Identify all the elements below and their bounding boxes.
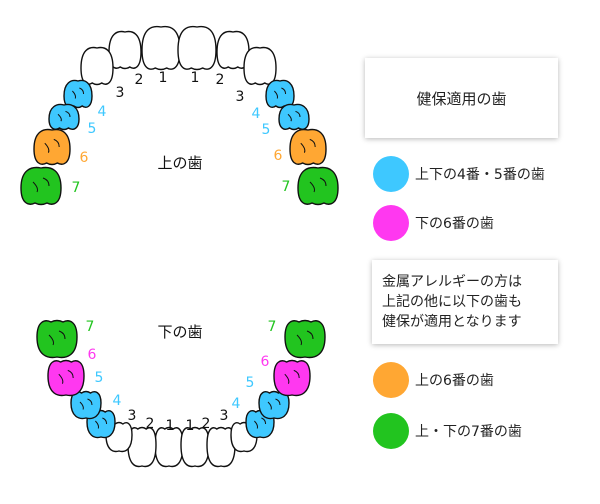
lower-tooth-detail-left-6 bbox=[58, 369, 74, 384]
lower-tooth-number-left-5: 5 bbox=[95, 370, 104, 386]
upper-tooth-right-4 bbox=[265, 79, 295, 109]
legend-label-green: 上・下の7番の歯 bbox=[415, 424, 522, 440]
legend-item-green: 上・下の7番の歯 bbox=[373, 411, 522, 451]
legend-swatch-blue bbox=[373, 156, 409, 192]
lower-tooth-number-left-6: 6 bbox=[88, 347, 97, 363]
lower-tooth-detail-left-7 bbox=[48, 330, 66, 346]
lower-tooth-number-left-7: 7 bbox=[86, 319, 95, 335]
upper-tooth-number-right-7: 7 bbox=[282, 179, 291, 195]
title-box: 健保適用の歯 bbox=[365, 58, 558, 138]
lower-tooth-detail-right-5 bbox=[267, 398, 281, 410]
upper-tooth-number-left-3: 3 bbox=[116, 85, 125, 101]
upper-tooth-detail-left-6 bbox=[44, 138, 60, 153]
legend-label-magenta: 下の6番の歯 bbox=[415, 216, 494, 232]
legend-swatch-orange bbox=[373, 362, 409, 398]
upper-tooth-right-7 bbox=[297, 166, 339, 206]
upper-tooth-number-left-6: 6 bbox=[80, 150, 89, 166]
lower-tooth-right-6 bbox=[273, 359, 311, 397]
upper-tooth-right-6 bbox=[289, 128, 327, 166]
upper-tooth-number-right-6: 6 bbox=[274, 148, 283, 164]
lower-tooth-right-7 bbox=[284, 319, 326, 359]
upper-tooth-left-3 bbox=[80, 46, 114, 86]
upper-tooth-left-1 bbox=[141, 25, 181, 71]
lower-tooth-number-right-3: 3 bbox=[220, 408, 229, 424]
lower-tooth-number-right-7: 7 bbox=[268, 319, 277, 335]
upper-tooth-number-left-7: 7 bbox=[72, 180, 81, 196]
lower-tooth-left-5 bbox=[70, 390, 102, 420]
upper-tooth-left-2 bbox=[108, 30, 142, 70]
legend-swatch-green bbox=[373, 413, 409, 449]
upper-tooth-detail-left-5 bbox=[57, 110, 71, 122]
lower-tooth-left-7 bbox=[36, 319, 78, 359]
lower-tooth-left-6 bbox=[47, 359, 85, 397]
upper-tooth-left-6 bbox=[33, 128, 71, 166]
upper-tooth-detail-right-4 bbox=[274, 87, 287, 99]
upper-tooth-detail-right-6 bbox=[300, 138, 316, 153]
lower-tooth-detail-right-7 bbox=[296, 330, 314, 346]
lower-tooth-number-right-1: 1 bbox=[186, 418, 195, 434]
legend-label-blue: 上下の4番・5番の歯 bbox=[415, 167, 545, 183]
upper-tooth-right-3 bbox=[243, 46, 277, 86]
upper-jaw-label: 上の歯 bbox=[157, 154, 202, 172]
lower-tooth-left-2 bbox=[127, 426, 157, 468]
note-box: 金属アレルギーの方は 上記の他に以下の歯も 健保が適用となります bbox=[372, 260, 558, 344]
title-text: 健保適用の歯 bbox=[416, 89, 507, 108]
lower-tooth-detail-right-4 bbox=[254, 417, 267, 429]
upper-tooth-number-left-1: 1 bbox=[159, 70, 168, 86]
lower-tooth-detail-right-6 bbox=[284, 369, 300, 384]
upper-tooth-number-right-3: 3 bbox=[236, 89, 245, 105]
lower-tooth-number-right-5: 5 bbox=[246, 375, 255, 391]
note-line: 金属アレルギーの方は bbox=[382, 274, 522, 290]
upper-tooth-right-5 bbox=[278, 103, 310, 131]
legend-item-magenta: 下の6番の歯 bbox=[373, 203, 494, 243]
note-line: 上記の他に以下の歯も bbox=[382, 294, 522, 310]
upper-tooth-left-4 bbox=[63, 79, 93, 109]
upper-tooth-detail-right-5 bbox=[287, 110, 301, 122]
lower-tooth-number-right-6: 6 bbox=[261, 354, 270, 370]
note-line: 健保が適用となります bbox=[382, 314, 522, 330]
lower-tooth-detail-left-5 bbox=[79, 398, 93, 410]
legend-swatch-magenta bbox=[373, 205, 409, 241]
upper-tooth-right-1 bbox=[177, 25, 217, 71]
upper-tooth-detail-left-7 bbox=[32, 177, 50, 193]
upper-tooth-number-right-1: 1 bbox=[191, 70, 200, 86]
upper-tooth-number-left-4: 4 bbox=[98, 104, 107, 120]
legend-label-orange: 上の6番の歯 bbox=[415, 373, 494, 389]
upper-tooth-left-7 bbox=[20, 166, 62, 206]
lower-tooth-right-1 bbox=[180, 426, 210, 468]
lower-tooth-number-right-2: 2 bbox=[202, 416, 211, 432]
lower-tooth-number-right-4: 4 bbox=[232, 396, 241, 412]
lower-tooth-detail-left-4 bbox=[95, 417, 108, 429]
lower-tooth-number-left-1: 1 bbox=[166, 418, 175, 434]
upper-tooth-detail-left-4 bbox=[72, 87, 85, 99]
upper-tooth-number-left-5: 5 bbox=[88, 121, 97, 137]
upper-tooth-number-right-2: 2 bbox=[216, 72, 225, 88]
upper-tooth-number-right-5: 5 bbox=[262, 122, 271, 138]
upper-tooth-number-left-2: 2 bbox=[135, 72, 144, 88]
lower-tooth-number-left-3: 3 bbox=[128, 408, 137, 424]
upper-tooth-number-right-4: 4 bbox=[252, 106, 261, 122]
legend-item-blue: 上下の4番・5番の歯 bbox=[373, 154, 545, 194]
upper-tooth-left-5 bbox=[48, 103, 80, 131]
lower-tooth-left-1 bbox=[154, 426, 184, 468]
legend-item-orange: 上の6番の歯 bbox=[373, 360, 494, 400]
lower-tooth-number-left-2: 2 bbox=[146, 416, 155, 432]
lower-tooth-number-left-4: 4 bbox=[113, 393, 122, 409]
upper-tooth-detail-right-7 bbox=[309, 177, 327, 193]
lower-jaw-label: 下の歯 bbox=[157, 323, 202, 341]
